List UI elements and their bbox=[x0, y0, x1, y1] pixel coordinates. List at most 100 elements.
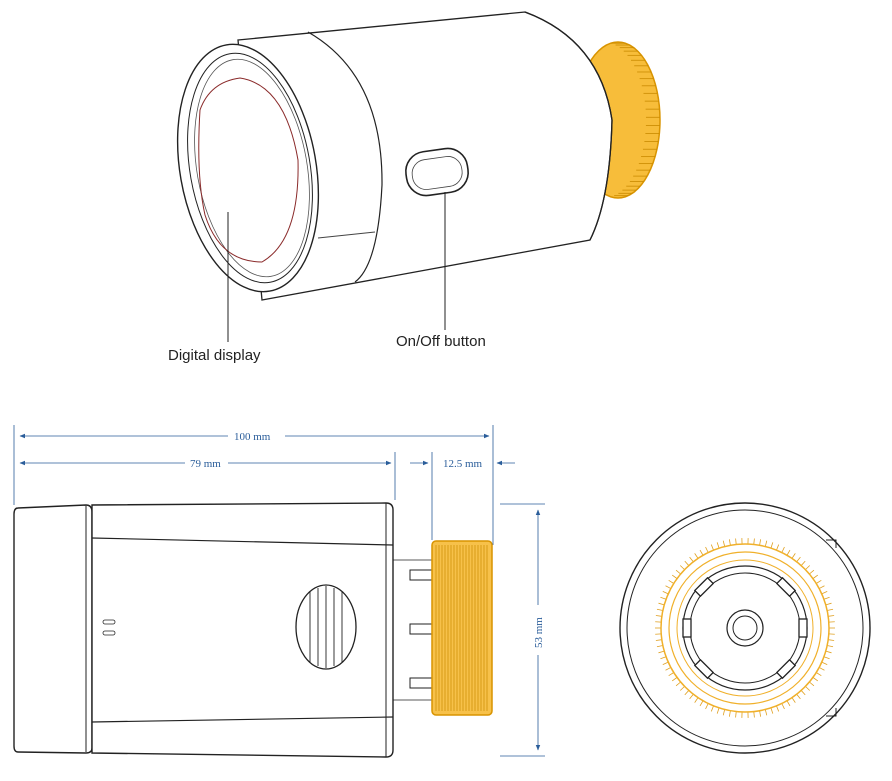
knurl-line bbox=[655, 639, 662, 641]
knurl-line bbox=[809, 681, 815, 687]
knurl-line bbox=[699, 700, 704, 707]
display-callout-label: Digital display bbox=[168, 347, 261, 364]
knurl-line bbox=[710, 544, 714, 551]
end-slot bbox=[775, 576, 797, 598]
knurl-line bbox=[671, 574, 678, 579]
knurl-line bbox=[823, 656, 830, 660]
knurl-line bbox=[823, 596, 830, 600]
knurl-line bbox=[786, 700, 791, 707]
digital-display bbox=[198, 77, 299, 263]
knurl-line bbox=[776, 544, 780, 551]
knurl-line bbox=[689, 693, 694, 700]
total-length-label: 100 mm bbox=[234, 431, 271, 443]
knurl-line bbox=[668, 672, 674, 677]
knurl-line bbox=[816, 672, 822, 677]
end-slot bbox=[798, 618, 808, 638]
knurl-line bbox=[791, 697, 796, 703]
end-slot bbox=[775, 658, 797, 680]
knurl-line bbox=[679, 686, 685, 691]
knurl-line bbox=[705, 546, 709, 553]
knurl-line bbox=[828, 639, 835, 641]
knurl-line bbox=[800, 690, 806, 696]
knurl-line bbox=[825, 650, 832, 654]
knurl-line bbox=[818, 667, 825, 671]
knurl-line bbox=[662, 661, 669, 665]
knurl-line bbox=[764, 709, 768, 716]
side-view bbox=[13, 502, 433, 758]
knurl-line bbox=[722, 709, 726, 716]
button-callout-label: On/Off button bbox=[396, 333, 486, 350]
knurl-line bbox=[753, 538, 755, 545]
knurl-line bbox=[728, 710, 731, 717]
knurl-line bbox=[827, 608, 834, 611]
knurl-line bbox=[735, 538, 737, 545]
knurl-line bbox=[791, 553, 796, 559]
knurl-line bbox=[800, 560, 806, 566]
knurl-line bbox=[816, 579, 822, 584]
knurl-line bbox=[770, 707, 774, 714]
body-length-label: 79 mm bbox=[190, 458, 221, 470]
knurl-line bbox=[728, 539, 731, 546]
knurl-line bbox=[689, 556, 694, 563]
knurl-line bbox=[662, 591, 669, 595]
end-slot bbox=[682, 618, 692, 638]
knurl-line bbox=[781, 703, 785, 710]
knurl-line bbox=[656, 608, 663, 611]
end-slot bbox=[693, 658, 715, 680]
knurl-line bbox=[821, 591, 828, 595]
knurl-line bbox=[786, 549, 791, 556]
knurl-line bbox=[753, 711, 755, 718]
knurl-line bbox=[710, 705, 714, 712]
knurl-line bbox=[660, 656, 667, 660]
knurl-line bbox=[805, 686, 811, 691]
knurl-line bbox=[796, 693, 801, 700]
knurl-line bbox=[716, 542, 720, 549]
knurl-line bbox=[684, 560, 690, 566]
knurl-line bbox=[665, 667, 672, 671]
knurl-line bbox=[679, 565, 685, 570]
dimension-lines bbox=[13, 425, 545, 757]
knurl-line bbox=[812, 677, 819, 682]
knurl-line bbox=[809, 569, 815, 575]
knurl-line bbox=[705, 703, 709, 710]
knurl-line bbox=[825, 602, 832, 606]
knob-length-label: 12.5 mm bbox=[443, 458, 483, 470]
side-view-knob bbox=[431, 540, 493, 716]
knurl-line bbox=[716, 707, 720, 714]
knurl-line bbox=[684, 690, 690, 696]
knurl-line bbox=[656, 645, 663, 648]
knurl-line bbox=[818, 585, 825, 589]
knurl-line bbox=[655, 615, 662, 617]
knurl-line bbox=[805, 565, 811, 570]
knurl-line bbox=[671, 677, 678, 682]
knurl-line bbox=[665, 585, 672, 589]
knurl-line bbox=[658, 650, 665, 654]
knurl-line bbox=[759, 539, 762, 546]
knurl-line bbox=[675, 681, 681, 687]
end-slot bbox=[693, 576, 715, 598]
knurl-line bbox=[812, 574, 819, 579]
knurl-line bbox=[827, 645, 834, 648]
knurl-line bbox=[668, 579, 674, 584]
knurl-line bbox=[781, 546, 785, 553]
knurl-line bbox=[694, 553, 699, 559]
knurl-line bbox=[694, 697, 699, 703]
knurl-line bbox=[658, 602, 665, 606]
knurl-line bbox=[828, 615, 835, 617]
knurl-line bbox=[764, 540, 768, 547]
on-off-button bbox=[405, 147, 469, 197]
front-face bbox=[176, 43, 320, 293]
end-view bbox=[619, 502, 871, 754]
perspective-view: Digital display On/Off button bbox=[168, 11, 661, 364]
knurl-line bbox=[675, 569, 681, 575]
knurl-line bbox=[759, 710, 762, 717]
knurl-line bbox=[796, 556, 801, 563]
knurl-line bbox=[722, 540, 726, 547]
knurl-line bbox=[699, 549, 704, 556]
diameter-label: 53 mm bbox=[533, 617, 545, 648]
knurl-line bbox=[776, 705, 780, 712]
knurl-line bbox=[770, 542, 774, 549]
knurl-line bbox=[735, 711, 737, 718]
knurl-line bbox=[660, 596, 667, 600]
